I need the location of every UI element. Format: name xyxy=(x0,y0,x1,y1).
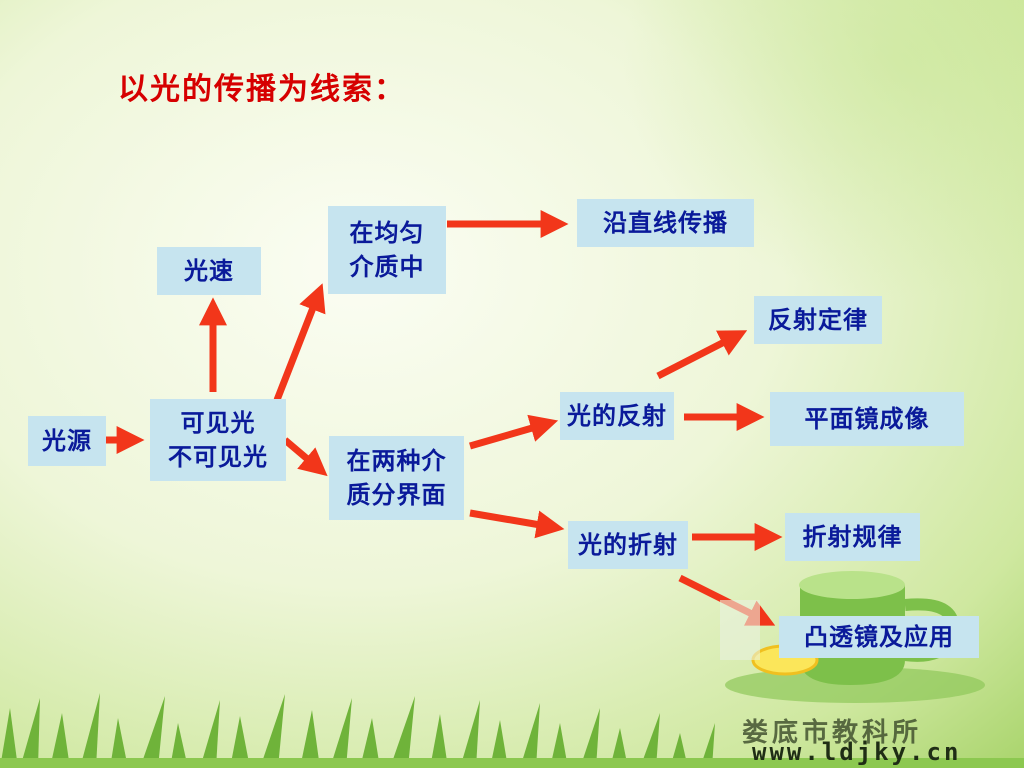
node-label: 平面镜成像 xyxy=(804,404,930,433)
node-light-speed: 光速 xyxy=(157,247,261,295)
node-label: 凸透镜及应用 xyxy=(804,622,954,651)
node-convex-lens: 凸透镜及应用 xyxy=(779,616,979,658)
node-uniform-medium: 在均匀 介质中 xyxy=(328,206,446,294)
node-label: 沿直线传播 xyxy=(603,208,728,237)
arrow-interface-to-reflection xyxy=(469,414,559,450)
node-label: 在两种介 质分界面 xyxy=(346,446,447,509)
watermark-url: www.ldjky.cn xyxy=(752,738,962,766)
node-visible-invisible-light: 可见光 不可见光 xyxy=(150,399,286,481)
grass-decoration xyxy=(0,693,1024,768)
arrow-visible-to-interface xyxy=(282,437,328,477)
node-label: 光速 xyxy=(184,256,234,285)
arrow-reflection-to-law xyxy=(656,330,748,380)
node-plane-mirror-imaging: 平面镜成像 xyxy=(770,392,964,446)
node-refraction: 光的折射 xyxy=(568,521,688,569)
node-refraction-law: 折射规律 xyxy=(785,513,920,561)
node-label: 反射定律 xyxy=(768,305,868,334)
node-label: 光的反射 xyxy=(567,401,667,430)
node-label: 可见光 不可见光 xyxy=(168,408,268,471)
node-reflection: 光的反射 xyxy=(560,392,674,440)
node-straight-line: 沿直线传播 xyxy=(577,199,754,247)
arrow-visible-to-uniform xyxy=(273,283,326,402)
node-light-source: 光源 xyxy=(28,416,106,466)
node-label: 光源 xyxy=(42,426,92,455)
node-label: 光的折射 xyxy=(578,530,678,559)
node-reflection-law: 反射定律 xyxy=(754,296,882,344)
node-label: 折射规律 xyxy=(802,522,903,551)
arrow-interface-to-refraction xyxy=(469,509,565,539)
page-title: 以光的传播为线索： xyxy=(118,72,406,107)
background-glow xyxy=(620,0,1024,300)
node-two-media-interface: 在两种介 质分界面 xyxy=(329,436,464,520)
watermark-name: 娄底市教科所 xyxy=(742,718,923,748)
node-label: 在均匀 介质中 xyxy=(349,218,425,281)
